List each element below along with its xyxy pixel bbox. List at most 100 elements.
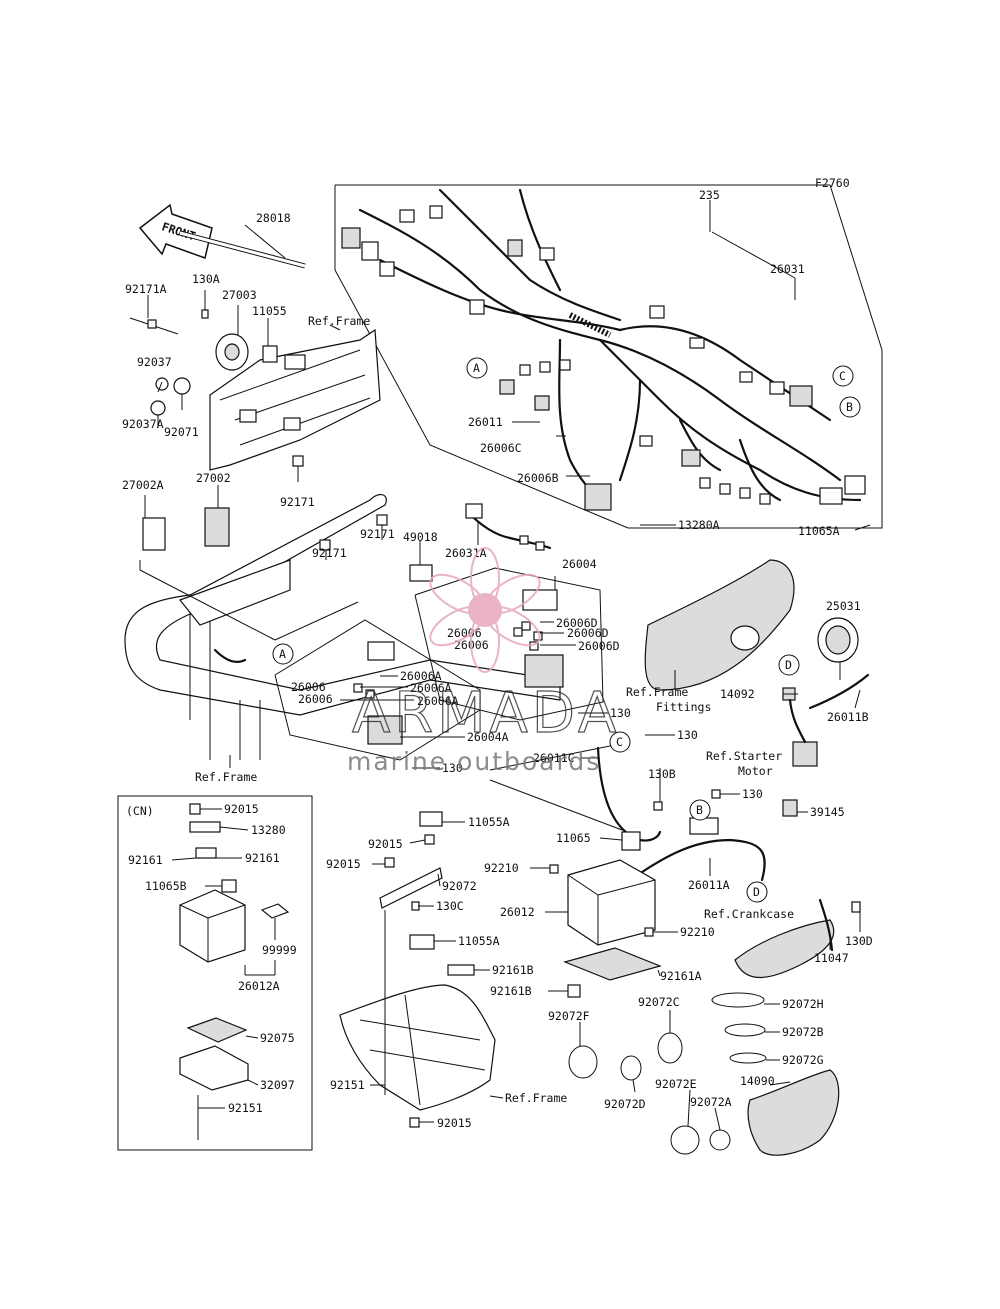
part-label: 92071 — [164, 425, 199, 439]
nut-92210-left — [549, 864, 559, 874]
part-label: 14092 — [720, 687, 755, 701]
pad-92161B-lower — [567, 984, 581, 998]
horn-27003 — [215, 333, 249, 371]
part-label: 92072E — [655, 1077, 697, 1091]
part-label: 26006D — [556, 616, 598, 630]
fuse-box-26004A-frame — [274, 619, 481, 761]
part-label: 26031 — [770, 262, 805, 276]
part-label: 26006 — [298, 692, 333, 706]
ref-label: Motor — [738, 764, 773, 778]
part-label: 92161A — [660, 969, 702, 983]
frame-fittings-cover — [644, 559, 795, 691]
bolt-130B — [653, 801, 663, 811]
band-92072F — [568, 1045, 598, 1079]
bolt-130A — [201, 309, 209, 319]
watermark-tagline: marine outboards — [347, 747, 601, 776]
cn-pad-92161 — [195, 847, 217, 859]
cn-nut-92015 — [189, 803, 201, 815]
callout-A-upper: A — [473, 361, 480, 375]
part-label: 26011C — [533, 751, 575, 765]
cn-pad-92075 — [186, 1017, 248, 1043]
battery-tray-frame — [339, 984, 496, 1111]
part-label: 26012 — [500, 905, 535, 919]
part-label: 92075 — [260, 1031, 295, 1045]
nut-92015-left — [384, 857, 395, 868]
part-label: 26006C — [480, 441, 522, 455]
part-label: 235 — [699, 188, 720, 202]
ref-label: Ref.Frame — [308, 314, 370, 328]
part-label: 92072G — [782, 1053, 824, 1067]
band-92072D — [620, 1055, 642, 1081]
front-arrow: FRONT — [138, 203, 213, 259]
part-label: 92171A — [125, 282, 167, 296]
part-label: 92161 — [128, 853, 163, 867]
callout-C-lower: C — [616, 735, 623, 749]
cn-tray-32097 — [179, 1045, 249, 1091]
part-label: 92210 — [680, 925, 715, 939]
part-label: 11047 — [814, 951, 849, 965]
band-92072G — [729, 1052, 767, 1064]
rubber-39145 — [782, 799, 798, 817]
part-label: 92210 — [484, 861, 519, 875]
part-label: 13280A — [678, 518, 720, 532]
part-label: 32097 — [260, 1078, 295, 1092]
part-label: 92171 — [360, 527, 395, 541]
clip-92171-right — [376, 514, 388, 526]
ref-label: Ref.Frame — [195, 770, 257, 784]
part-label: 92015 — [224, 802, 259, 816]
main-left-frame — [124, 493, 561, 760]
resistor-28018 — [179, 230, 306, 269]
fuse-box-26004 — [513, 589, 564, 688]
band-92072H — [711, 992, 765, 1008]
part-label: 92072C — [638, 995, 680, 1009]
cable-26011A — [628, 817, 766, 882]
bolt-130-lower — [711, 789, 721, 799]
socket-25031 — [817, 617, 859, 663]
part-label: 11055 — [252, 304, 287, 318]
part-label: 92161B — [492, 963, 534, 977]
part-labels: F2760 235 26031 28018 92171A 130A 27003 … — [122, 176, 873, 1130]
part-label: 26006D — [567, 626, 609, 640]
part-label: 92072H — [782, 997, 824, 1011]
cn-inset-box — [117, 795, 313, 1151]
main-wiring-harness-26031 — [341, 188, 866, 511]
part-label: 130B — [648, 767, 676, 781]
part-label: 26004 — [562, 557, 597, 571]
part-label: 92072D — [604, 1097, 646, 1111]
clamp-92171A — [129, 317, 179, 335]
part-label: 26006B — [517, 471, 559, 485]
part-label: 130C — [436, 899, 464, 913]
part-label: 49018 — [403, 530, 438, 544]
part-label: 27002A — [122, 478, 164, 492]
part-label: 11065 — [556, 831, 591, 845]
ref-label: Fittings — [656, 700, 711, 714]
bracket-11055 — [262, 345, 278, 363]
part-label: 92072B — [782, 1025, 824, 1039]
part-label: 92171 — [280, 495, 315, 509]
nut-92210-right — [644, 927, 654, 937]
band-92072A — [709, 1129, 731, 1151]
clip-92171-mid — [319, 539, 331, 551]
cn-cap-11065B — [221, 879, 237, 893]
part-label: 13280 — [251, 823, 286, 837]
part-label: 92037A — [122, 417, 164, 431]
figure-code: F2760 — [815, 176, 850, 190]
crankcase-ground — [734, 898, 835, 979]
part-label: 26011 — [468, 415, 503, 429]
ref-label: Ref.Crankcase — [704, 907, 794, 921]
part-label: 14090 — [740, 1074, 775, 1088]
band-92072C — [657, 1032, 683, 1064]
part-label: 27002 — [196, 471, 231, 485]
part-label: 39145 — [810, 805, 845, 819]
bracket-92072 — [379, 867, 443, 909]
bracket-11055A-top — [419, 811, 443, 827]
pad-92161A — [563, 947, 662, 981]
part-label: 26031A — [445, 546, 487, 560]
part-label: 92072 — [442, 879, 477, 893]
callout-A-lower: A — [279, 647, 286, 661]
bolt-130D — [851, 901, 861, 913]
watermark-brand: ARMADA — [352, 681, 620, 746]
part-label: 130 — [677, 728, 698, 742]
part-label: 26012A — [238, 979, 280, 993]
part-label: 26006A — [417, 694, 459, 708]
